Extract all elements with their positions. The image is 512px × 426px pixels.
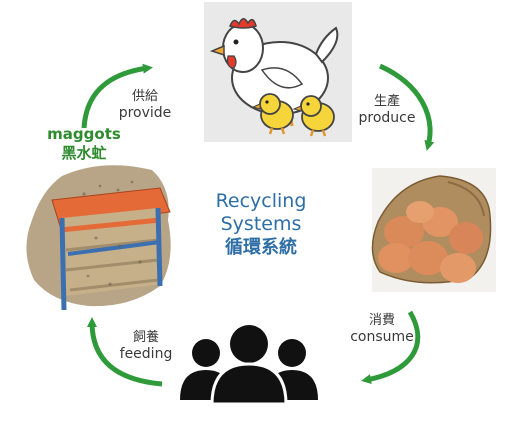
center-title: Recycling Systems 循環系統 bbox=[196, 190, 326, 259]
label-provide: 供給 provide bbox=[110, 88, 180, 122]
maggot-tray-icon bbox=[26, 165, 171, 311]
arrow-produce bbox=[378, 63, 435, 151]
label-provide-zh: 供給 bbox=[131, 89, 158, 104]
label-produce-en: produce bbox=[358, 110, 416, 126]
center-title-line1: Recycling bbox=[215, 190, 307, 212]
label-maggots-en: maggots bbox=[47, 125, 121, 143]
arrow-provide bbox=[81, 63, 153, 129]
label-feeding-en: feeding bbox=[119, 346, 173, 362]
center-title-line2: Systems bbox=[220, 213, 302, 235]
center-title-line3: 循環系統 bbox=[225, 237, 297, 258]
label-consume-en: consume bbox=[350, 329, 414, 345]
label-consume: 消費 consume bbox=[343, 312, 421, 346]
arrow-consume bbox=[361, 310, 421, 385]
chicken-icon bbox=[204, 2, 352, 142]
label-feeding: 飼養 feeding bbox=[110, 329, 182, 363]
people-icon bbox=[180, 325, 318, 406]
label-maggots-zh: 黑水虻 bbox=[61, 144, 107, 162]
label-maggots: maggots 黑水虻 bbox=[44, 125, 124, 163]
label-produce-zh: 生產 bbox=[373, 94, 400, 109]
arrow-feeding bbox=[87, 317, 163, 387]
label-produce: 生產 produce bbox=[350, 93, 424, 127]
label-provide-en: provide bbox=[118, 105, 172, 121]
label-consume-zh: 消費 bbox=[368, 313, 395, 328]
eggs-icon bbox=[371, 168, 496, 292]
label-feeding-zh: 飼養 bbox=[132, 330, 159, 345]
